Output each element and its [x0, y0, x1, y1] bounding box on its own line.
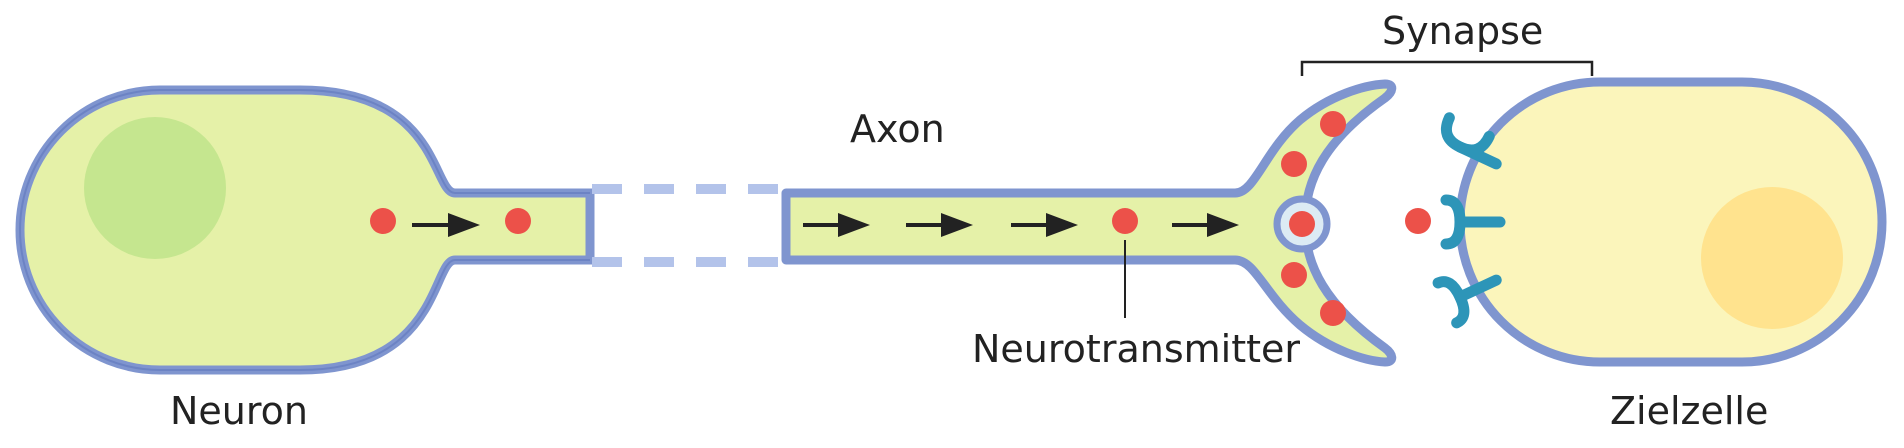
transmitter-dot [1289, 211, 1315, 237]
transmitter-dot [1405, 208, 1431, 234]
transmitter-dot [1320, 300, 1346, 326]
neuron-nucleus [84, 117, 226, 259]
flow-arrow [803, 213, 870, 237]
flow-arrow [1172, 213, 1239, 237]
target-nucleus [1701, 187, 1843, 329]
label-synapse: Synapse [1382, 9, 1544, 53]
transmitter-dot [1281, 151, 1307, 177]
receptor-icon [1440, 112, 1502, 170]
flow-arrow [906, 213, 973, 237]
flow-arrow [1011, 213, 1078, 237]
transmitter-dot [370, 208, 396, 234]
flow-arrow [412, 213, 480, 237]
receptor-icon [1440, 194, 1506, 250]
transmitter-dot [505, 208, 531, 234]
neuron-body-edge [19, 89, 590, 371]
transmitter-dot [1112, 208, 1138, 234]
label-axon: Axon [850, 107, 945, 151]
transmitter-dot [1281, 262, 1307, 288]
receptor-icon [1432, 274, 1502, 329]
synapse-bracket [1300, 60, 1594, 76]
label-target-cell: Zielzelle [1610, 389, 1769, 433]
label-neuron: Neuron [170, 389, 309, 433]
transmitter-dot [1320, 111, 1346, 137]
label-neurotransmitter: Neurotransmitter [972, 327, 1300, 371]
